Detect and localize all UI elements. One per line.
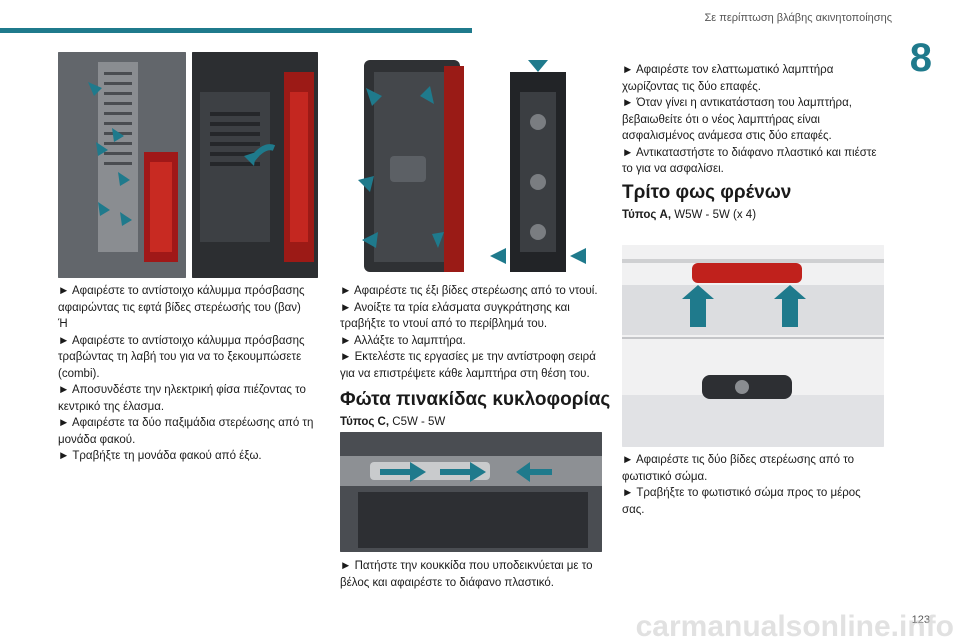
heading-third-brake-light: Τρίτο φως φρένων [622,182,792,203]
photo-access-cover-van [58,52,186,278]
photo-lamp-housing [340,52,602,278]
col2-step-1: ► Αφαιρέστε τις έξι βίδες στερέωσης από … [340,285,598,297]
col3-step-1: ► Αφαιρέστε τον ελαττωματικό λαμπτήρα χω… [622,64,834,93]
photo-license-plate-light [340,432,602,552]
combi-cover-illustration [192,52,318,278]
col2-steps: ► Αφαιρέστε τις έξι βίδες στερέωσης από … [340,283,604,382]
col2-step-4: ► Εκτελέστε τις εργασίες με την αντίστρο… [340,351,596,380]
col2-step-3: ► Αλλάξτε το λαμπτήρα. [340,334,466,347]
col2-steps2: ► Πατήστε την κουκκίδα που υποδεικνύεται… [340,558,604,591]
watermark: carmanualsonline.info [635,610,954,643]
col1-step-5: ► Αφαιρέστε τα δύο παξιμάδια στερέωσης α… [58,417,314,446]
col2-step-2: ► Ανοίξτε τα τρία ελάσματα συγκράτησης κ… [340,301,570,331]
lamp-housing-illustration [358,60,586,272]
access-cover-illustration [58,52,186,278]
header-accent-bar [0,28,472,33]
col1-step-1: ► Αφαιρέστε το αντίστοιχο κάλυμμα πρόσβα… [58,285,305,314]
col1-step-4: ► Αποσυνδέστε την ηλεκτρική φίσα πιέζοντ… [58,384,306,413]
col1-step-2: Ή [58,318,68,330]
col3-step-3: ► Αντικαταστήστε το διάφανο πλαστικό και… [622,146,877,176]
running-head: Σε περίπτωση βλάβης ακινητοποίησης [704,12,893,24]
col3-steps: ► Αφαιρέστε τον ελαττωματικό λαμπτήρα χω… [622,62,884,178]
col3-step-2: ► Όταν γίνει η αντικατάσταση του λαμπτήρ… [622,97,852,142]
lamp-type-a-label: Τύπος A, [622,209,672,221]
col3-steps2: ► Αφαιρέστε τις δύο βίδες στερέωσης από … [622,452,884,518]
col1-step-3: ► Αφαιρέστε το αντίστοιχο κάλυμμα πρόσβα… [58,334,305,380]
col2-step2-1: ► Πατήστε την κουκκίδα που υποδεικνύεται… [340,560,593,589]
lamp-type-c-label: Τύπος C, [340,416,390,428]
chapter-number: 8 [909,36,932,80]
photo-third-brake-light [622,245,884,447]
brake-light-illustration [622,245,884,447]
lamp-type-c: Τύπος C, C5W - 5W [340,416,445,428]
lamp-type-c-spec: C5W - 5W [389,416,446,428]
page-number: 123 [911,614,930,626]
photo-access-cover-combi [192,52,318,278]
plate-light-illustration [340,432,602,552]
col3-step2-2: ► Τραβήξτε το φωτιστικό σώμα προς το μέρ… [622,487,861,516]
lamp-type-a-spec: W5W - 5W (x 4) [671,209,757,221]
col1-step-6: ► Τραβήξτε τη μονάδα φακού από έξω. [58,450,262,462]
lamp-type-a: Τύπος A, W5W - 5W (x 4) [622,209,756,221]
heading-license-plate-lights: Φώτα πινακίδας κυκλοφορίας [340,389,611,410]
col3-step2-1: ► Αφαιρέστε τις δύο βίδες στερέωσης από … [622,454,855,483]
col1-steps: ► Αφαιρέστε το αντίστοιχο κάλυμμα πρόσβα… [58,283,320,465]
